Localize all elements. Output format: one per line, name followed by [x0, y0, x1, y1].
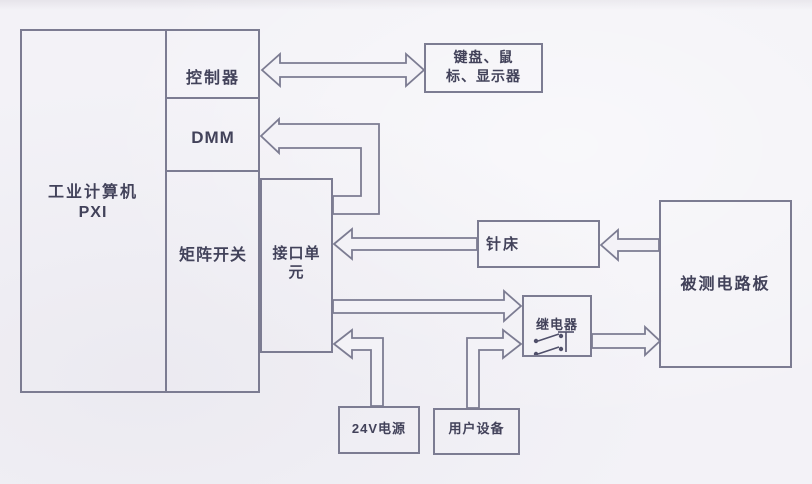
industrial-computer-line2: PXI [78, 204, 108, 221]
label-controller: 控制器 [185, 70, 240, 87]
interface-unit-line2: 元 [288, 263, 305, 281]
label-relay: 继电器 [535, 317, 578, 332]
interface-unit-line1: 接口单 [272, 245, 321, 262]
label-industrial-computer: 工业计算机 PXI [20, 183, 166, 223]
keyboard-display-line1: 键盘、鼠 [453, 49, 514, 65]
arrow-user-relay [466, 328, 523, 409]
dmm-matrix-divider [165, 170, 260, 172]
arrow-controller-keyboard [260, 51, 426, 89]
computer-column-divider [165, 29, 167, 393]
node-keyboard-display-box [424, 43, 543, 93]
label-dut-board: 被测电路板 [680, 276, 771, 293]
node-power-24v-box [338, 406, 420, 454]
node-industrial-computer-box [20, 29, 260, 393]
node-needle-bed-box [477, 220, 600, 268]
label-keyboard-display: 键盘、鼠 标、显示器 [424, 48, 543, 86]
label-matrix-switch: 矩阵开关 [178, 247, 247, 264]
label-power-24v: 24V电源 [351, 421, 407, 436]
label-interface-unit: 接口单 元 [260, 245, 333, 283]
label-dmm: DMM [191, 128, 235, 147]
controller-dmm-divider [165, 97, 260, 99]
node-dut-board-box [659, 200, 792, 368]
arrow-interface-relay [332, 289, 523, 323]
label-user-equipment: 用户设备 [448, 421, 505, 436]
keyboard-display-line2: 标、显示器 [446, 68, 521, 84]
node-relay-box [522, 295, 592, 357]
arrow-board-needlebed [599, 228, 660, 262]
industrial-computer-line1: 工业计算机 [47, 184, 138, 201]
arrow-needlebed-interface [332, 227, 478, 261]
arrow-interface-dmm [259, 116, 380, 215]
arrow-relay-board [591, 324, 662, 358]
node-interface-unit-box [260, 178, 333, 353]
arrow-power-interface [332, 328, 384, 407]
node-user-equipment-box [433, 408, 520, 455]
label-needle-bed: 针床 [486, 236, 521, 253]
